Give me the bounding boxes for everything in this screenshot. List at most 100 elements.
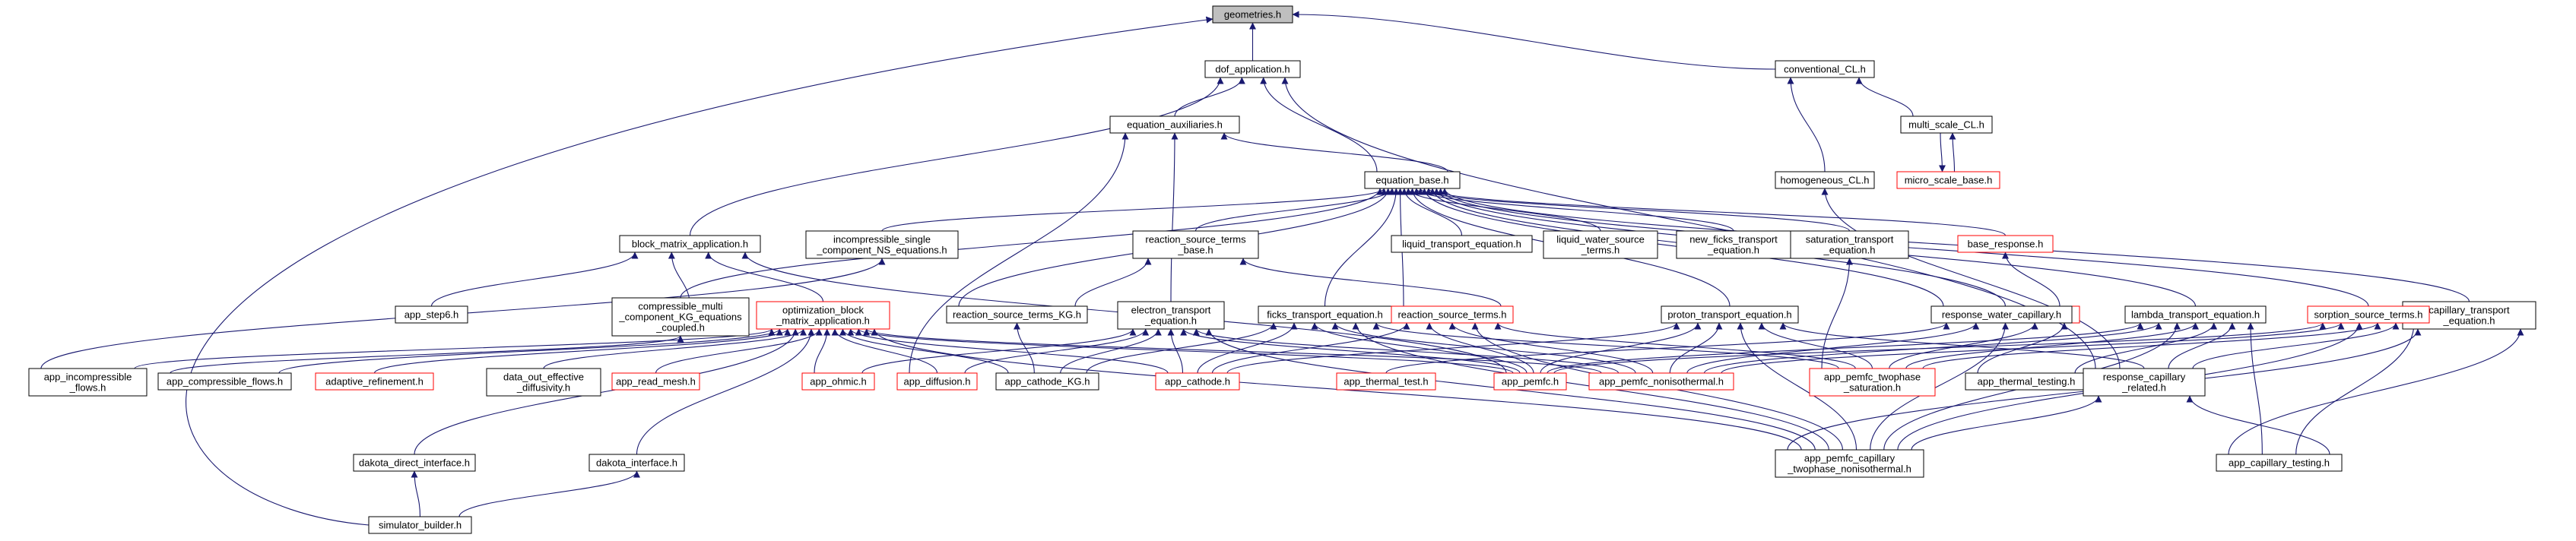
node-simulator_builder[interactable]: simulator_builder.h [368,516,472,534]
node-label: simulator_builder.h [379,520,462,531]
node-label: _related.h [2121,382,2166,394]
node-label: _coupled.h [655,322,705,334]
edge-app_pemfc_nonisothermal-to-sorption_source [1721,322,2345,374]
node-label: electron_transport [1131,305,1211,316]
node-reaction_source_terms_base[interactable]: reaction_source_terms_base.h [1132,230,1259,259]
edge-app_cathode-to-optimization_block [847,328,1169,374]
node-app_thermal_testing[interactable]: app_thermal_testing.h [1965,372,2088,391]
node-box [1775,449,1924,478]
nodes-layer: geometries.h dof_application.h conventiona… [28,5,2536,534]
edge-app_step6-to-block_matrix_application [430,252,639,307]
node-dakota_interface[interactable]: dakota_interface.h [588,454,685,472]
node-saturation_transport[interactable]: saturation_transport_equation.h [1790,230,1909,259]
node-app_read_mesh[interactable]: app_read_mesh.h [611,372,700,391]
edge-app_diffusion-to-electron_transport [964,328,1150,374]
node-label: app_pemfc.h [1502,376,1559,388]
edge-dakota_direct_interface-to-optimization_block [414,328,799,455]
node-proton_transport[interactable]: proton_transport_equation.h [1661,305,1799,324]
node-label: _component_KG_equations [618,312,742,323]
node-box [157,372,292,391]
node-box [1117,301,1225,330]
node-label: reaction_source_terms_KG.h [953,309,1081,321]
node-app_ohmic[interactable]: app_ohmic.h [801,372,875,391]
node-label: response_water_capillary.h [1942,309,2061,321]
node-app_pemfc_nonisothermal[interactable]: app_pemfc_nonisothermal.h [1588,372,1734,391]
node-data_out_effective[interactable]: data_out_effective_diffusivity.h [486,368,601,397]
node-app_thermal_test[interactable]: app_thermal_test.h [1336,372,1436,391]
node-reaction_source_terms_kg[interactable]: reaction_source_terms_KG.h [946,305,1088,324]
edge-app_pemfc_twophase_saturation-to-reaction_source_terms [1494,322,1856,369]
node-adaptive_refinement[interactable]: adaptive_refinement.h [315,372,434,391]
node-box [2083,368,2206,397]
node-box [353,454,476,472]
node-micro_scale_base[interactable]: micro_scale_base.h [1896,171,2000,189]
edge-simulator_builder-to-dakota_direct_interface [411,470,421,517]
node-box [486,368,601,397]
node-box [1493,372,1567,391]
edge-app_cathode_kg-to-reaction_source_terms_kg [1014,322,1035,374]
node-label: equation_auxiliaries.h [1127,119,1223,131]
node-app_pemfc_twophase_saturation[interactable]: app_pemfc_twophase_saturation.h [1809,368,1936,397]
node-new_ficks[interactable]: new_ficks_transport_equation.h [1676,230,1791,259]
node-liquid_transport[interactable]: liquid_transport_equation.h [1391,235,1533,253]
node-app_pemfc[interactable]: app_pemfc.h [1493,372,1567,391]
node-box [1588,372,1734,391]
node-app_compressible_flows[interactable]: app_compressible_flows.h [157,372,292,391]
node-app_pemfc_capillary[interactable]: app_pemfc_capillary_twophase_nonisotherm… [1775,449,1924,478]
node-homogeneous_cl[interactable]: homogeneous_CL.h [1775,171,1875,189]
node-electron_transport[interactable]: electron_transport_equation.h [1117,301,1225,330]
node-label: app_step6.h [404,309,459,321]
node-label: homogeneous_CL.h [1780,175,1869,186]
edge-micro_scale_base-to-multi_scale_cl [1949,132,1956,172]
edge-liquid_water_source-to-equation_base [1404,188,1601,232]
node-equation_auxiliaries[interactable]: equation_auxiliaries.h [1109,115,1240,134]
node-app_capillary_testing[interactable]: app_capillary_testing.h [2216,454,2343,472]
node-app_diffusion[interactable]: app_diffusion.h [896,372,978,391]
node-box [995,372,1099,391]
node-geometries[interactable]: geometries.h [1212,5,1293,24]
node-response_water_capillary[interactable]: response_water_capillary.h [1930,305,2073,324]
edge-dakota_interface-to-optimization_block [636,328,815,455]
node-app_incompressible_flows[interactable]: app_incompressible_flows.h [28,368,148,397]
node-box [756,301,890,330]
node-box [1896,171,2000,189]
node-liquid_water_source[interactable]: liquid_water_source_terms.h [1543,230,1658,259]
node-base_response[interactable]: base_response.h [1957,235,2054,253]
node-multi_scale_cl[interactable]: multi_scale_CL.h [1900,115,1993,134]
edge-app_pemfc-to-ficks_transport [1311,322,1528,374]
node-box [1775,60,1875,78]
node-conventional_cl[interactable]: conventional_CL.h [1775,60,1875,78]
edge-conventional_cl-to-geometries [1292,11,1776,70]
node-dakota_direct_interface[interactable]: dakota_direct_interface.h [353,454,476,472]
edge-reaction_source_terms-to-reaction_source_terms_base [1239,258,1502,307]
edge-reaction_source_terms_kg-to-reaction_source_terms_base [1074,258,1152,307]
node-label: _matrix_application.h [776,315,870,327]
node-app_cathode_kg[interactable]: app_cathode_KG.h [995,372,1099,391]
node-app_cathode[interactable]: app_cathode.h [1155,372,1240,391]
node-dof_application[interactable]: dof_application.h [1204,60,1301,78]
node-label: _saturation.h [1843,382,1901,394]
node-label: app_compressible_flows.h [167,376,283,388]
node-lambda_transport[interactable]: lambda_transport_equation.h [2124,305,2267,324]
edge-app_pemfc_nonisothermal-to-reaction_source_terms [1448,322,1654,374]
node-sorption_source[interactable]: sorption_source_terms.h [2307,305,2430,324]
node-label: equation_base.h [1375,175,1448,186]
node-incompressible_single[interactable]: incompressible_single_component_NS_equat… [805,230,959,259]
node-response_capillary_related[interactable]: response_capillary_related.h [2083,368,2206,397]
node-label: app_pemfc_twophase [1824,372,1921,383]
node-app_step6[interactable]: app_step6.h [395,305,468,324]
edge-app_pemfc-to-proton_transport [1540,322,1702,374]
node-optimization_block[interactable]: optimization_block_matrix_application.h [756,301,890,330]
node-label: ficks_transport_equation.h [1267,309,1382,321]
node-reaction_source_terms[interactable]: reaction_source_terms.h [1391,305,1514,324]
edge-response_capillary_related-to-lambda_transport [2168,322,2236,369]
node-label: _equation.h [1144,315,1197,327]
node-equation_base[interactable]: equation_base.h [1364,171,1461,189]
node-block_matrix_application[interactable]: block_matrix_application.h [619,235,761,253]
edge-equation_base-to-dof_application [1260,77,1378,172]
node-compressible_multi[interactable]: compressible_multi_component_KG_equation… [611,297,750,337]
edge-new_ficks-to-equation_base [1413,188,1734,232]
node-box [1775,171,1875,189]
node-label: new_ficks_transport [1689,234,1778,245]
node-ficks_transport[interactable]: ficks_transport_equation.h [1258,305,1392,324]
